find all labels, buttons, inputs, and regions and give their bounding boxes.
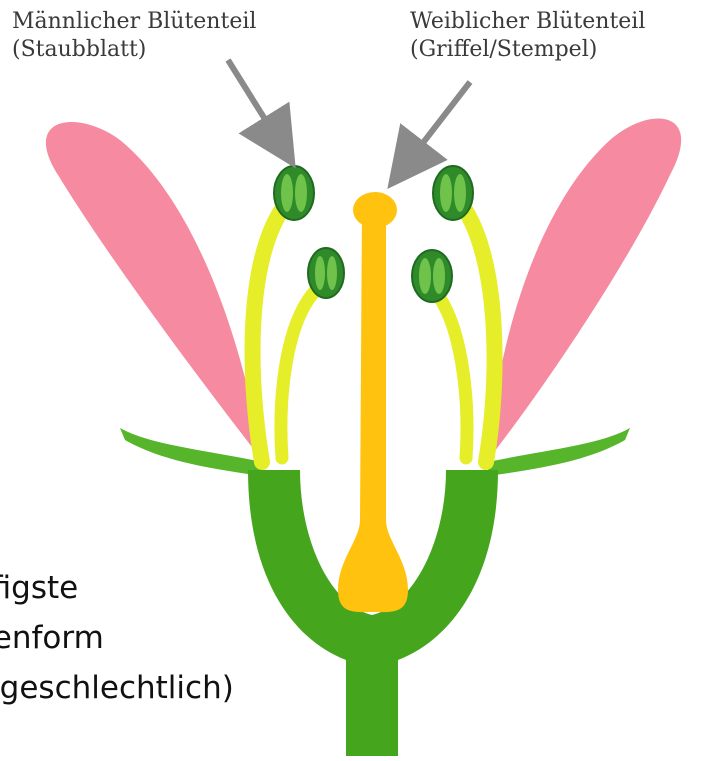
filament-inner-left bbox=[281, 288, 318, 458]
anther-outer-left bbox=[274, 166, 314, 220]
anther-inner-right bbox=[412, 250, 452, 302]
caption-line-3: eigeschlechtlich) bbox=[0, 668, 234, 708]
female-part-subtitle: (Griffel/Stempel) bbox=[410, 36, 645, 64]
pistil bbox=[338, 208, 408, 612]
stigma bbox=[353, 192, 397, 228]
caption-line-1: ufigste bbox=[0, 568, 78, 608]
male-part-label: Männlicher Blütenteil (Staubblatt) bbox=[12, 8, 256, 64]
anther-inner-left bbox=[308, 248, 344, 298]
filament-inner-right bbox=[432, 288, 467, 458]
arrow-male bbox=[228, 60, 283, 148]
anther-outer-right bbox=[433, 166, 473, 220]
caption-line-2: itenform bbox=[0, 618, 104, 658]
female-part-label: Weiblicher Blütenteil (Griffel/Stempel) bbox=[410, 8, 645, 64]
male-part-title: Männlicher Blütenteil bbox=[12, 8, 256, 36]
sepal-right bbox=[488, 428, 630, 476]
petal-right bbox=[488, 118, 681, 460]
arrow-female bbox=[402, 82, 470, 170]
petal-left bbox=[46, 122, 262, 460]
male-part-subtitle: (Staubblatt) bbox=[12, 36, 256, 64]
female-part-title: Weiblicher Blütenteil bbox=[410, 8, 645, 36]
sepal-left bbox=[120, 428, 262, 476]
